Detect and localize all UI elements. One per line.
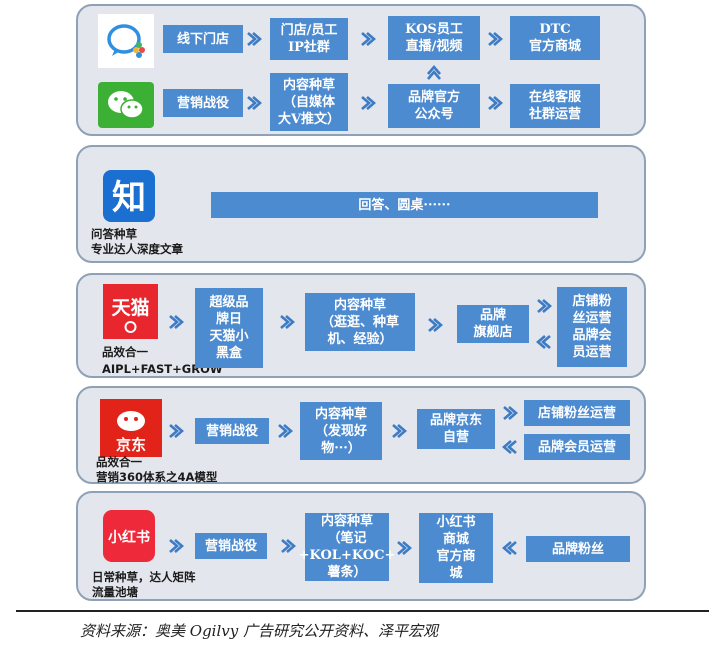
jd-logo-text: 京东 (116, 436, 146, 454)
box-kos-staff: KOS员工 直播/视频 (388, 16, 480, 60)
box-content-seeding-5: 内容种草 （笔记 +KOL+KOC+ 薯条） (298, 513, 396, 581)
caption-xhs-line-2: 流量池塘 (92, 585, 138, 599)
caption-tmall-line-2: AIPL+FAST+GROW (102, 362, 223, 376)
box-jd-self-operated: 品牌京东 自营 (417, 409, 495, 449)
footer-divider (16, 610, 709, 612)
box-super-brand-day: 超级品 牌日 天猫小 黑盒 (195, 288, 263, 368)
arrow-right-icon (391, 423, 407, 439)
source-note: 资料来源：奥美 Ogilvy 广告研究公开资料、泽平宏观 (80, 622, 438, 640)
arrow-left-icon (502, 439, 518, 455)
wechat-work-logo-icon (98, 14, 154, 68)
caption-jd-line-2: 营销360体系之4A模型 (96, 470, 218, 484)
box-brand-fans: 品牌粉丝 (526, 536, 630, 562)
zhihu-logo-text: 知 (112, 178, 146, 218)
xiaohongshu-logo-text: 小红书 (108, 529, 150, 546)
arrow-right-icon (168, 423, 184, 439)
arrow-right-icon (246, 95, 262, 111)
box-xhs-mall: 小红书 商城 官方商 城 (419, 513, 493, 583)
box-online-service: 在线客服 社群运营 (510, 84, 600, 128)
caption-jd-line-1: 品效合一 (96, 455, 142, 469)
box-marketing-campaign-4: 营销战役 (195, 418, 269, 444)
box-content-seeding-4: 内容种草 （发现好 物···） (300, 402, 382, 460)
arrow-right-icon (246, 31, 262, 47)
arrow-right-icon (487, 95, 503, 111)
xiaohongshu-logo-icon: 小红书 (103, 510, 155, 562)
arrow-right-icon (360, 31, 376, 47)
arrow-right-icon (396, 540, 412, 556)
wechat-logo-icon (98, 82, 154, 128)
box-dtc-mall: DTC 官方商城 (510, 16, 600, 60)
box-store-fans-member: 店铺粉 丝运营 品牌会 员运营 (557, 287, 627, 367)
box-content-seeding-3: 内容种草 （逛逛、种草 机、经验） (305, 293, 415, 351)
arrow-right-icon (168, 538, 184, 554)
arrow-right-icon (536, 298, 552, 314)
arrow-left-icon (502, 540, 518, 556)
arrow-up-icon (426, 65, 442, 81)
box-store-fans: 店铺粉丝运营 (524, 400, 630, 426)
box-store-staff-ip: 门店/员工 IP社群 (270, 18, 348, 60)
tmall-logo-icon: 天猫 (103, 284, 158, 339)
arrow-right-icon (360, 95, 376, 111)
arrow-right-icon (502, 405, 518, 421)
caption-xhs-line-1: 日常种草，达人矩阵 (92, 570, 196, 584)
jd-logo-icon: 京东 (100, 399, 162, 457)
caption-tmall-line-1: 品效合一 (102, 345, 148, 359)
arrow-right-icon (487, 31, 503, 47)
caption-zhihu-line-2: 专业达人深度文章 (91, 242, 183, 256)
arrow-right-icon (279, 314, 295, 330)
box-brand-official-account: 品牌官方 公众号 (388, 84, 480, 128)
tmall-logo-text: 天猫 (111, 296, 149, 319)
box-flagship-store: 品牌 旗舰店 (457, 305, 529, 343)
arrow-right-icon (168, 314, 184, 330)
box-marketing-campaign-5: 营销战役 (195, 533, 267, 559)
zhihu-logo-icon: 知 (103, 170, 155, 222)
box-qa-roundtable: 回答、圆桌······ (211, 192, 598, 218)
box-content-seeding-1: 内容种草 （自媒体 大V推文） (270, 73, 348, 131)
arrow-left-icon (536, 334, 552, 350)
box-brand-member: 品牌会员运营 (524, 434, 630, 460)
box-marketing-campaign-1: 营销战役 (163, 89, 243, 117)
arrow-right-icon (277, 423, 293, 439)
arrow-right-icon (427, 317, 443, 333)
arrow-right-icon (280, 538, 296, 554)
box-offline-store: 线下门店 (163, 25, 243, 53)
caption-zhihu-line-1: 问答种草 (91, 227, 137, 241)
